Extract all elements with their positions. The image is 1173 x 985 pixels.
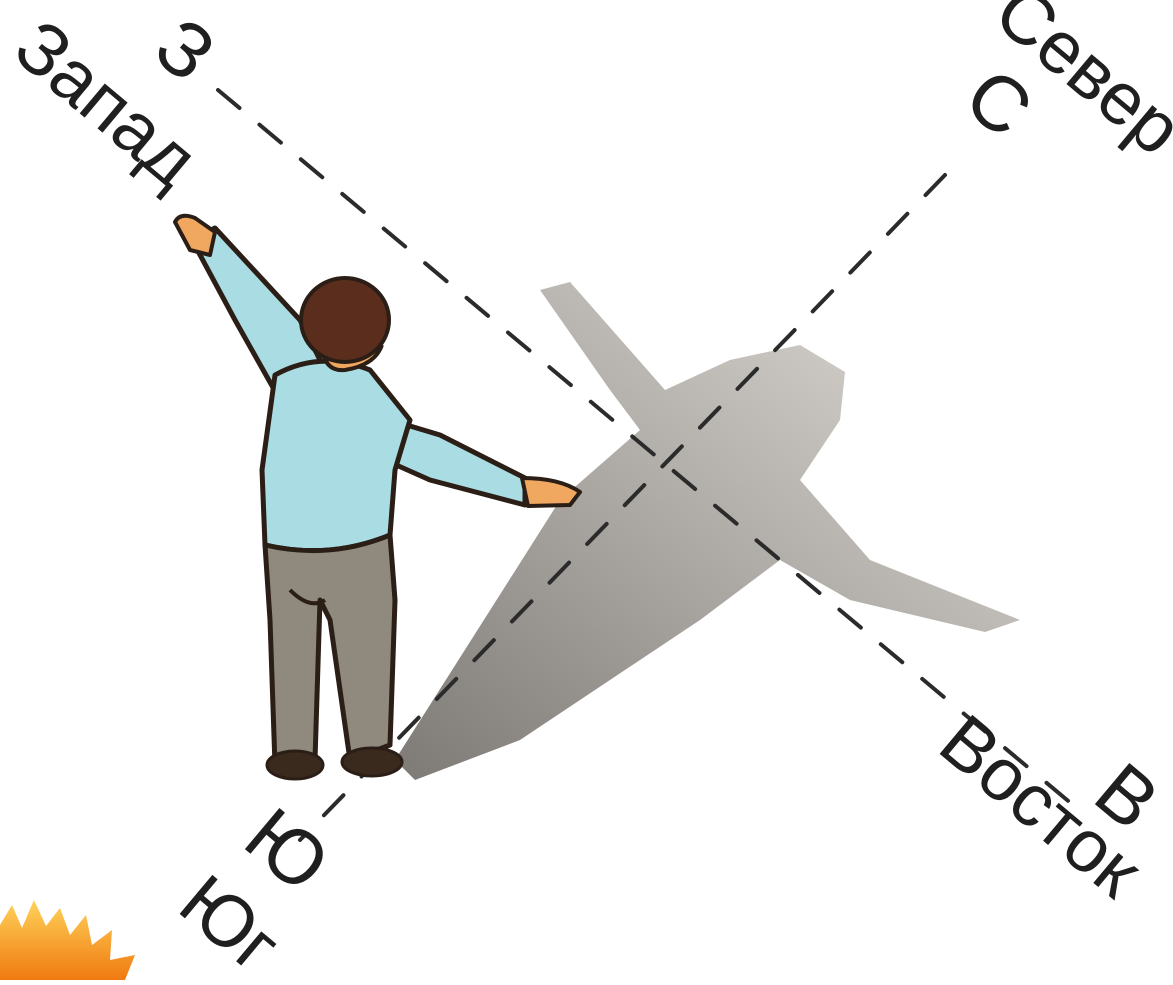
person-shadow bbox=[395, 282, 1020, 780]
sun-icon bbox=[0, 900, 135, 980]
label-west-letter: З bbox=[139, 1, 232, 99]
svg-text:З: З bbox=[139, 1, 232, 99]
